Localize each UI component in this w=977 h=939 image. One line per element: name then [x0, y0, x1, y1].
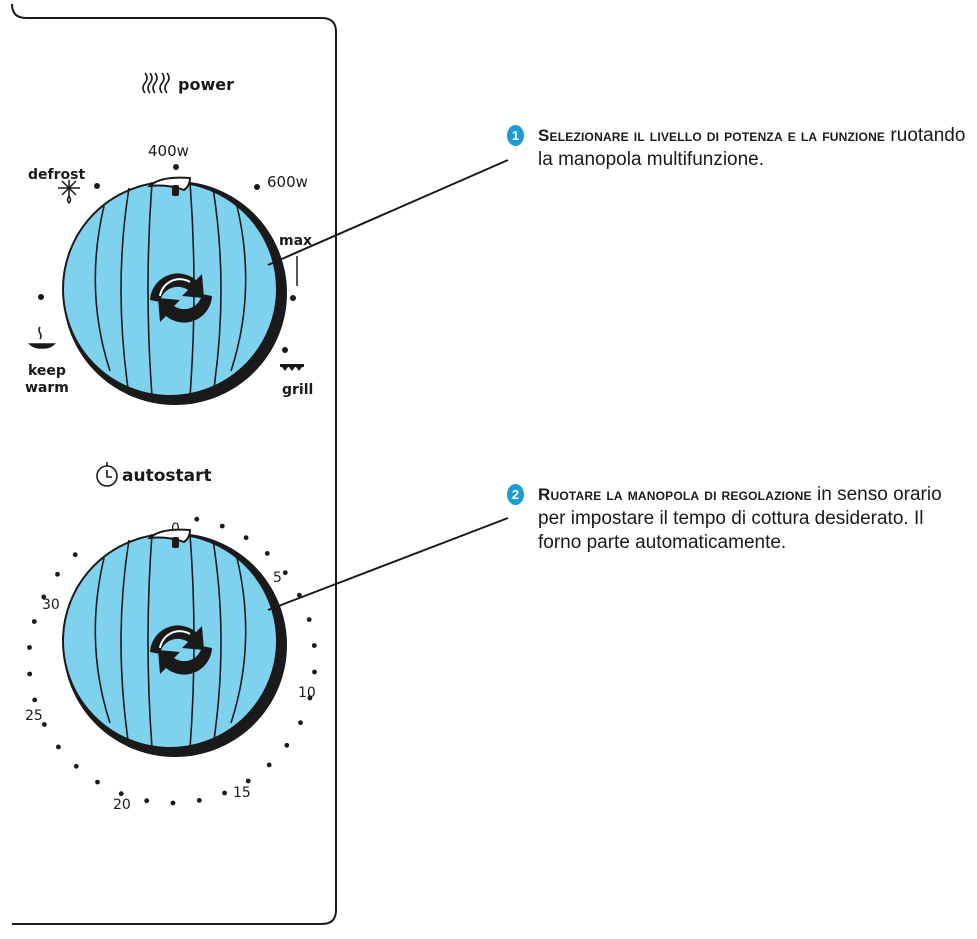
step-2-lead: Ruotare la manopola di regolazione	[538, 485, 812, 504]
timer-scale-dots	[27, 516, 317, 806]
scale-label-15: 15	[233, 785, 251, 801]
timer-scale-dot	[27, 645, 32, 650]
label-400w: 400w	[148, 142, 189, 160]
scale-label-20: 20	[113, 797, 131, 813]
label-600w: 600w	[267, 173, 308, 191]
timer-scale-dot	[264, 551, 270, 556]
timer-scale-dot	[282, 570, 288, 576]
autostart-title: autostart	[122, 466, 212, 486]
timer-scale-dot	[245, 778, 251, 784]
label-defrost: defrost	[28, 167, 85, 183]
timer-scale-dot	[243, 535, 249, 541]
label-keep: keep	[28, 363, 66, 379]
rotate-arrows-icon	[150, 273, 212, 323]
timer-scale-dot	[72, 552, 78, 558]
timer-scale-dot	[196, 798, 202, 803]
label-max: max	[279, 233, 312, 249]
timer-scale-dot	[95, 779, 100, 785]
timer-scale-dot	[306, 617, 312, 622]
label-grill: grill	[282, 382, 313, 398]
timer-scale-dot	[32, 697, 38, 703]
timer-scale-dot	[144, 798, 150, 804]
scale-label-30: 30	[42, 597, 60, 613]
timer-scale-dot	[194, 516, 200, 522]
timer-icon	[96, 462, 118, 487]
snowflake-defrost-icon	[58, 180, 80, 205]
pointer-line-1	[267, 159, 509, 266]
timer-scale-dot	[41, 594, 47, 600]
timer-scale-dot	[56, 744, 61, 750]
keep-warm-plate-icon	[28, 326, 56, 349]
scale-label-25: 25	[25, 708, 43, 724]
timer-scale-dot	[170, 800, 176, 806]
timer-scale-dot	[73, 763, 79, 769]
step-number-badge: 2	[507, 484, 524, 505]
timer-scale-dot	[284, 742, 290, 748]
timer-scale-dot	[266, 762, 272, 768]
timer-scale-dot	[27, 671, 33, 677]
step-1: 1 Selezionare il livello di potenza e la…	[507, 124, 968, 172]
wave-power-icon	[142, 72, 170, 94]
power-scale-dots	[38, 164, 296, 353]
step-1-lead: Selezionare il livello di potenza e la f…	[538, 126, 886, 145]
timer-scale-dot	[298, 720, 303, 726]
step-2-text: in senso orario per impostare il tempo d…	[538, 484, 942, 553]
timer-scale-dot	[55, 571, 60, 577]
timer-scale-dot	[297, 592, 302, 598]
panel-outline	[11, 3, 337, 925]
timer-scale-dot	[42, 722, 47, 727]
scale-label-5: 5	[273, 570, 282, 586]
timer-scale-dot	[31, 619, 37, 624]
timer-scale-dot	[118, 791, 124, 797]
step-1-text: ruotando la manopola multifunzione.	[538, 125, 966, 170]
power-knob[interactable]	[62, 176, 287, 405]
scale-label-10: 10	[298, 685, 316, 701]
rotate-arrows-icon	[150, 625, 212, 675]
step-2: 2 Ruotare la manopola di regolazione in …	[507, 483, 968, 555]
pointer-line-2	[267, 517, 509, 611]
power-title: power	[178, 75, 234, 94]
step-number-badge: 1	[507, 125, 524, 146]
timer-knob[interactable]	[62, 528, 287, 757]
timer-scale-dot	[219, 523, 225, 529]
grill-icon	[280, 364, 304, 371]
timer-scale-dot	[312, 669, 317, 675]
label-warm: warm	[25, 380, 69, 396]
timer-scale-dot	[311, 643, 317, 648]
timer-scale-dot	[222, 790, 228, 796]
timer-scale-dot	[307, 695, 313, 701]
